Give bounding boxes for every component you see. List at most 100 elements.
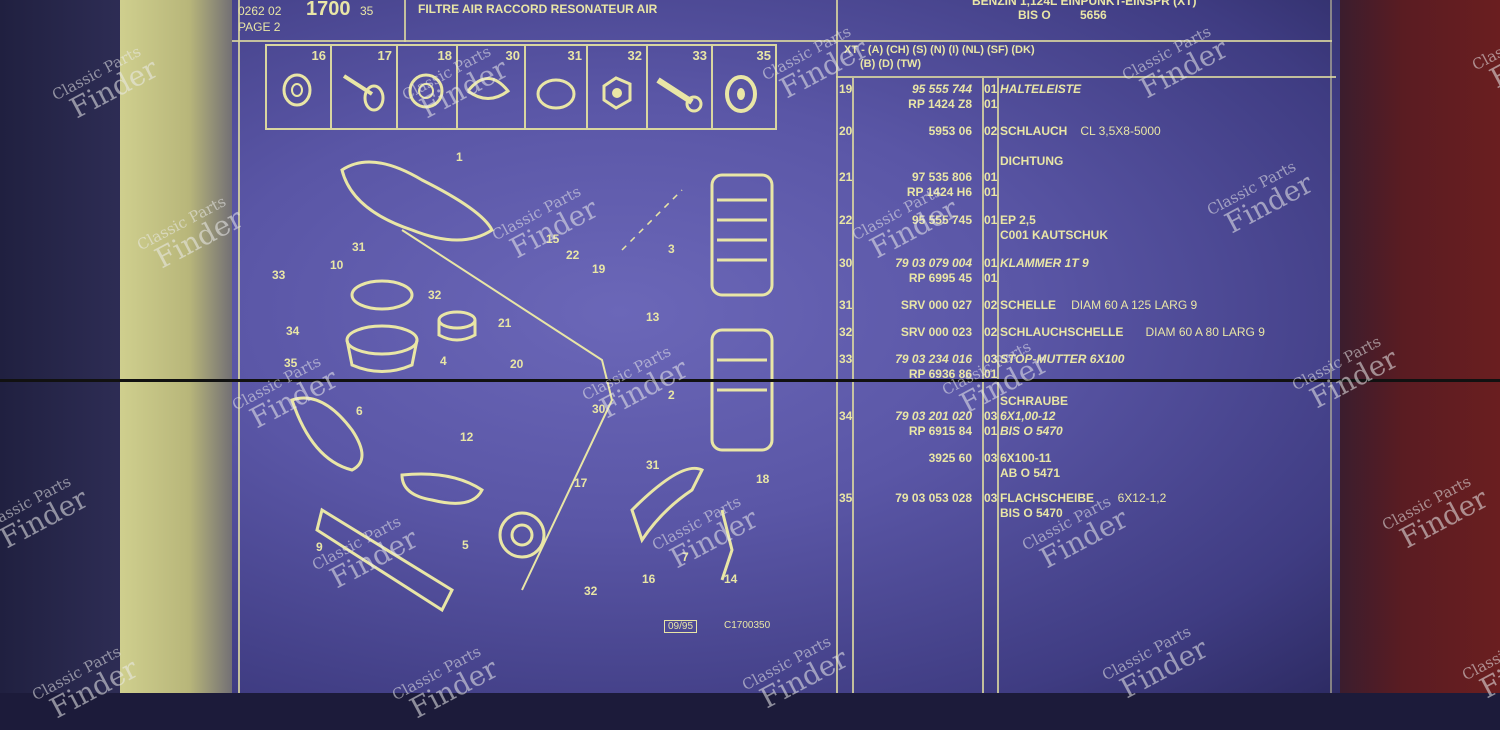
page-number: PAGE 2	[238, 20, 281, 34]
part-number: SRV 000 027	[900, 298, 972, 312]
callout: 32	[584, 584, 598, 598]
description: STOP-MUTTER 6X100	[1000, 352, 1125, 366]
catalog-code-prefix: 0262 02	[238, 4, 282, 18]
microfiche-left-margin	[0, 0, 125, 693]
ref-number: 21	[839, 170, 853, 184]
catalog-code-main: 1700	[306, 0, 351, 20]
bis-number: 5656	[1080, 8, 1107, 22]
description: BIS O 5470	[1000, 506, 1063, 520]
part-number: 5953 06	[928, 124, 972, 138]
callout: 14	[724, 572, 738, 586]
description: 6X100-11	[1000, 451, 1052, 465]
description-detail: DIAM 60 A 125 LARG 9	[1071, 298, 1198, 312]
description: BIS O 5470	[1000, 424, 1063, 438]
table-row: AB O 5471	[232, 466, 1332, 481]
table-row: BIS O 5470	[232, 506, 1332, 521]
bis-label: BIS O	[1018, 8, 1051, 22]
microfiche-right-margin	[1338, 0, 1500, 693]
ref-number: 30	[839, 256, 853, 270]
strip-cell: 35	[713, 46, 775, 128]
description: SCHRAUBE	[1000, 394, 1069, 408]
microfiche-yellow-edge	[120, 0, 235, 693]
description: SCHLAUCHSCHELLE	[1000, 325, 1124, 339]
ref-number: 19	[839, 82, 853, 96]
ref-number: 35	[839, 491, 853, 505]
quantity: 01	[984, 424, 998, 438]
ref-number: 33	[839, 352, 853, 366]
callout: 13	[646, 310, 660, 324]
quantity: 03	[984, 352, 998, 366]
callout: 31	[352, 240, 366, 254]
callout: 2	[668, 388, 675, 402]
part-number: RP 1424 Z8	[908, 97, 972, 111]
quantity: 02	[984, 124, 998, 138]
description: AB O 5471	[1000, 466, 1061, 480]
callout: 30	[592, 402, 606, 416]
markets-line-2: (B) (D) (TW)	[860, 58, 922, 70]
description: C001 KAUTSCHUK	[1000, 228, 1109, 242]
strip-cell: 18	[398, 46, 458, 128]
strip-cell: 32	[588, 46, 648, 128]
header-divider	[836, 0, 838, 42]
callout: 19	[592, 262, 606, 276]
description: DICHTUNG	[1000, 154, 1064, 168]
quantity: 02	[984, 325, 998, 339]
table-header-rule	[836, 76, 1336, 78]
sheet-title: FILTRE AIR RACCORD RESONATEUR AIR	[418, 2, 658, 16]
table-row: DICHTUNG	[232, 154, 1332, 169]
callout: 20	[510, 357, 524, 371]
parts-catalog-sheet: 0262 02 1700 35 PAGE 2 FILTRE AIR RACCOR…	[232, 0, 1340, 693]
quantity: 02	[984, 298, 998, 312]
callout: 31	[646, 458, 660, 472]
callout: 18	[756, 472, 770, 486]
callout: 10	[330, 258, 344, 272]
quantity: 01	[984, 271, 998, 285]
table-row: RP 6995 45 01	[232, 271, 1332, 286]
strip-cell: 31	[526, 46, 588, 128]
description: FLACHSCHEIBE	[1000, 491, 1095, 505]
small-parts-strip	[265, 44, 777, 130]
callout: 35	[284, 356, 298, 370]
ref-number: 34	[839, 409, 853, 423]
table-left-rule	[836, 40, 838, 693]
callout: 33	[272, 268, 286, 282]
header-divider	[404, 0, 406, 42]
part-number: 79 03 201 020	[895, 409, 972, 423]
callout: 6	[356, 404, 363, 418]
callout: 1	[456, 150, 463, 164]
ref-number: 32	[839, 325, 853, 339]
callout: 5	[462, 538, 469, 552]
callout: 12	[460, 430, 474, 444]
quantity: 03	[984, 451, 998, 465]
col-rule	[982, 78, 984, 693]
part-number: SRV 000 023	[900, 325, 972, 339]
diagram-date: 09/95	[664, 620, 698, 633]
part-number: 79 03 234 016	[895, 352, 972, 366]
header-rule	[232, 40, 1332, 42]
description-detail: 6X12-1,2	[1117, 491, 1167, 505]
diagram-reference: C1700350	[724, 620, 771, 631]
table-row: C001 KAUTSCHUK	[232, 228, 1332, 243]
description: EP 2,5	[1000, 213, 1036, 227]
callout: 9	[316, 540, 323, 554]
sheet-left-rule	[238, 0, 240, 693]
quantity: 01	[984, 170, 998, 184]
catalog-code-suffix: 35	[360, 4, 374, 18]
part-number: RP 6995 45	[908, 271, 972, 285]
description: HALTELEISTE	[1000, 82, 1082, 96]
part-number: RP 1424 H6	[906, 185, 972, 199]
quantity: 01	[984, 82, 998, 96]
markets-line-1: XT - (A) (CH) (S) (N) (I) (NL) (SF) (DK)	[844, 44, 1035, 56]
